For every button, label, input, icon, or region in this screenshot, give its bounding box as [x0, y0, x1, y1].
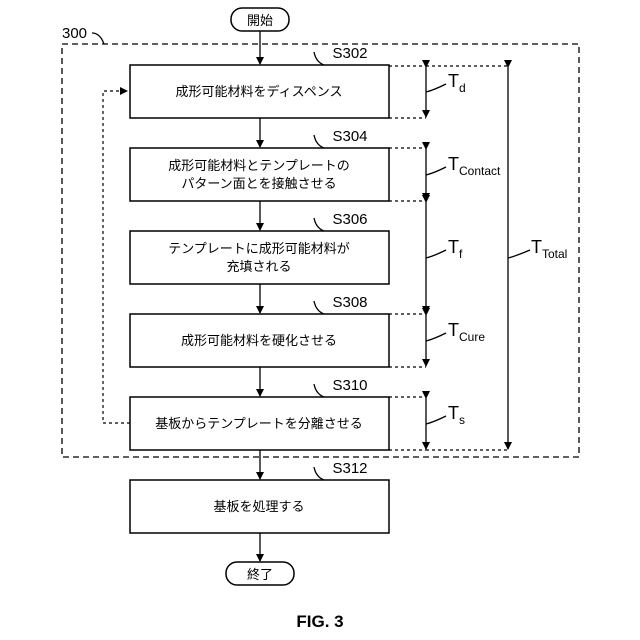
- step-s306-id: S306: [332, 211, 367, 228]
- step-s308-text: 成形可能材料を硬化させる: [181, 334, 337, 349]
- step-s304-id: S304: [332, 128, 367, 145]
- step-s310-text: 基板からテンプレートを分離させる: [155, 417, 363, 432]
- leader-tf: [426, 250, 446, 258]
- leader-ttotal: [508, 250, 530, 258]
- duration-label-ts: Ts: [448, 403, 465, 427]
- step-s308-id: S308: [332, 294, 367, 311]
- duration-label-tcontact: TContact: [448, 154, 501, 178]
- leader-td: [426, 84, 446, 92]
- duration-label-tf: Tf: [448, 237, 463, 261]
- step-s302-text: 成形可能材料をディスペンス: [176, 84, 343, 100]
- leader-tcontact: [426, 167, 446, 175]
- step-s304-text-1: 成形可能材料とテンプレートの: [168, 159, 350, 174]
- start-label: 開始: [247, 14, 273, 29]
- leader-tcure: [426, 333, 446, 341]
- step-s302-id: S302: [332, 45, 367, 62]
- group-label-leader: [92, 33, 104, 44]
- group-label: 300: [62, 25, 87, 42]
- end-label: 終了: [247, 567, 273, 583]
- duration-label-tcure: TCure: [448, 320, 485, 344]
- leader-ts: [426, 416, 446, 424]
- step-s306-text-1: テンプレートに成形可能材料が: [168, 242, 350, 257]
- duration-label-ttotal: TTotal: [531, 237, 567, 261]
- figure-caption: FIG. 3: [296, 612, 343, 631]
- duration-label-td: Td: [448, 71, 466, 95]
- step-s306-text-2: 充填される: [226, 259, 291, 275]
- step-s304-text-2: パターン面とを接触させる: [181, 176, 336, 192]
- step-s310-id: S310: [332, 377, 367, 394]
- step-s312-id: S312: [332, 460, 367, 477]
- step-s312-text: 基板を処理する: [213, 500, 304, 515]
- feedback-loop-line: [103, 91, 130, 423]
